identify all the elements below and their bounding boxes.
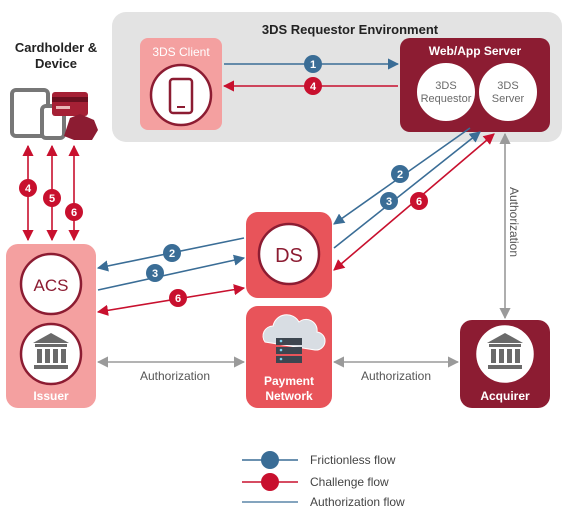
- threeds-requestor-node: 3DS Requestor: [415, 61, 477, 123]
- threeds-server-label-line1: 3DS: [497, 80, 518, 92]
- svg-text:1: 1: [310, 59, 316, 71]
- step-badge-3-server-ds: 3: [380, 192, 398, 210]
- ds-node: DS: [246, 212, 332, 298]
- smartphone-icon: [168, 77, 194, 115]
- legend-authorization: Authorization flow: [242, 495, 405, 509]
- acs-label: ACS: [34, 276, 69, 295]
- step-badge-4-client-server: 4: [304, 77, 322, 95]
- step-badge-5-cardholder: 5: [43, 189, 61, 207]
- acquirer-bank-icon: [473, 322, 537, 386]
- legend-challenge-label: Challenge flow: [310, 475, 389, 489]
- threeds-server-label-line2: Server: [492, 93, 525, 105]
- cardholder-label-line1: Cardholder &: [15, 40, 97, 55]
- svg-text:5: 5: [49, 193, 55, 205]
- step-badge-6-cardholder: 6: [65, 203, 83, 221]
- client-title: 3DS Client: [152, 45, 210, 59]
- issuer-node: ACS Issuer: [6, 244, 96, 408]
- payment-network-line1: Payment: [264, 374, 314, 388]
- ds-label: DS: [275, 245, 303, 267]
- server-title: Web/App Server: [429, 44, 522, 58]
- step-badge-2-server-ds: 2: [391, 165, 409, 183]
- acquirer-label: Acquirer: [480, 389, 530, 403]
- legend-authorization-label: Authorization flow: [310, 495, 405, 509]
- web-app-server-node: Web/App Server 3DS Requestor 3DS Server: [400, 38, 550, 132]
- legend-challenge: Challenge flow: [242, 473, 389, 491]
- svg-text:6: 6: [416, 196, 422, 208]
- svg-text:2: 2: [397, 169, 403, 181]
- svg-text:3: 3: [152, 268, 158, 280]
- svg-text:6: 6: [175, 293, 181, 305]
- svg-text:6: 6: [71, 207, 77, 219]
- authorization-arrows: Authorization Authorization Authorizatio…: [96, 132, 521, 383]
- issuer-bank-icon: [19, 322, 83, 386]
- legend-frictionless-label: Frictionless flow: [310, 453, 396, 467]
- cardholder-device: Cardholder & Device: [10, 40, 98, 140]
- step-badge-4-cardholder: 4: [19, 179, 37, 197]
- payment-network-line2: Network: [265, 389, 313, 403]
- requestor-label-line2: Requestor: [421, 93, 472, 105]
- issuer-label: Issuer: [33, 389, 69, 403]
- legend: Frictionless flow Challenge flow Authori…: [242, 451, 405, 509]
- step-badge-3-ds-issuer: 3: [146, 264, 164, 282]
- requestor-label-line1: 3DS: [435, 80, 456, 92]
- svg-text:3: 3: [386, 196, 392, 208]
- svg-text:2: 2: [169, 248, 175, 260]
- threeds-client-node: 3DS Client: [140, 38, 222, 130]
- step-badge-1-client-server: 1: [304, 55, 322, 73]
- step-badge-2-ds-issuer: 2: [163, 244, 181, 262]
- acquirer-node: Acquirer: [460, 320, 550, 408]
- authorization-label-vertical: Authorization: [507, 187, 521, 257]
- svg-text:4: 4: [310, 81, 317, 93]
- cardholder-label-line2: Device: [35, 56, 77, 71]
- credit-card-icon: [52, 92, 88, 116]
- environment-title: 3DS Requestor Environment: [262, 22, 439, 37]
- step-badge-6-server-ds: 6: [410, 192, 428, 210]
- svg-text:4: 4: [25, 183, 32, 195]
- authorization-label-right: Authorization: [361, 369, 431, 383]
- step-badge-6-ds-issuer: 6: [169, 289, 187, 307]
- threeds-server-node: 3DS Server: [477, 61, 539, 123]
- authorization-label-left: Authorization: [140, 369, 210, 383]
- acs-node: ACS: [19, 252, 83, 316]
- legend-frictionless: Frictionless flow: [242, 451, 396, 469]
- payment-network-node: Payment Network: [246, 306, 332, 408]
- hand-icon: [64, 114, 98, 140]
- cloud-server-icon: [262, 314, 326, 363]
- step-badges: 1 4 4 5 6 2 3 6: [19, 55, 428, 307]
